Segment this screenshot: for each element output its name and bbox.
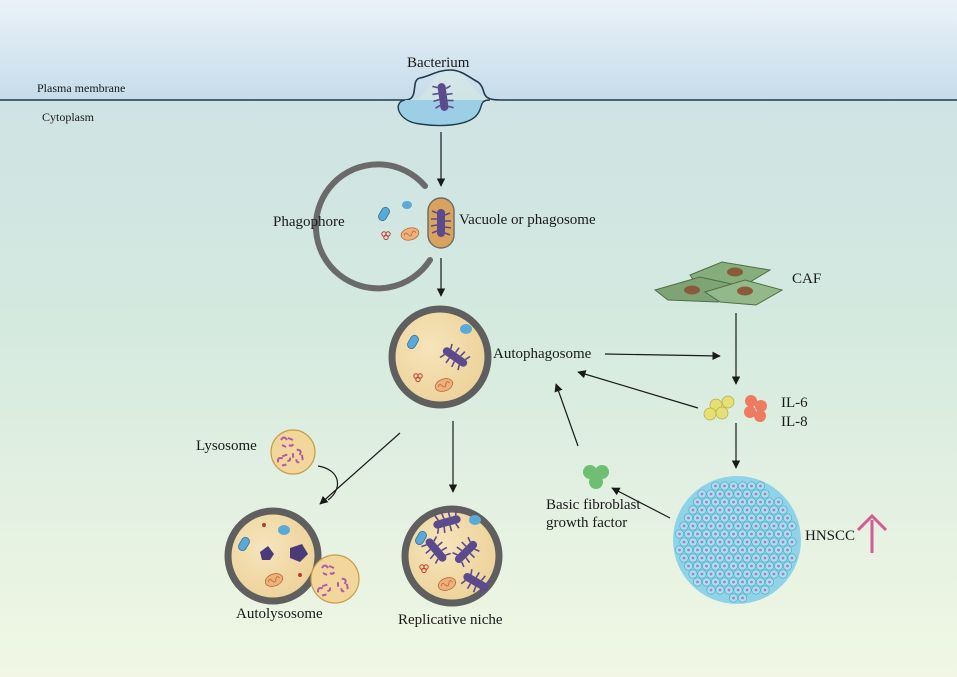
fused-lysosome-shape [310, 554, 360, 604]
vacuole-label: Vacuole or phagosome [459, 212, 596, 228]
bfgf-label-line1: Basic fibroblast [546, 497, 641, 513]
arrow-to-autolysosome [319, 432, 401, 505]
cytoplasm-label: Cytoplasm [42, 110, 95, 124]
il8-dots-icon [744, 395, 767, 422]
lysosome-label: Lysosome [196, 438, 257, 454]
degraded-bacterium-icon [260, 546, 274, 560]
hnscc-label: HNSCC [805, 528, 856, 544]
vesicle-icon [278, 525, 290, 535]
arrow-hnscc-to-bfgf [611, 487, 671, 519]
lysosome-shape [270, 429, 316, 475]
endocytic-invagination [397, 99, 491, 127]
vesicle-icon [402, 201, 412, 209]
vesicle-icon [460, 324, 472, 334]
autophagosome-label: Autophagosome [493, 346, 592, 362]
bacterium-label: Bacterium [407, 55, 470, 71]
arrow-cytokines-to-autophagosome [577, 370, 699, 409]
il6-dots-icon [703, 395, 735, 421]
up-arrow-icon [856, 513, 888, 553]
lysosome-fusion-curve [317, 465, 338, 501]
phagophore-membrane [312, 161, 433, 292]
autolysosome-label: Autolysosome [236, 606, 323, 622]
caf-cells-icon [653, 261, 784, 306]
plasma-membrane-label: Plasma membrane [37, 81, 126, 95]
particle-icon [262, 523, 266, 527]
caf-label: CAF [792, 271, 822, 287]
arrow-autophagosome-to-cytokines [604, 351, 721, 361]
hnscc-tumor-icon [673, 476, 801, 604]
il8-label: IL-8 [781, 414, 808, 430]
extracellular-space [0, 0, 957, 100]
arrow-bfgf-to-autophagosome [554, 383, 579, 447]
bfgf-dots-icon [583, 465, 609, 489]
vesicle-icon [469, 515, 481, 525]
phagophore-label: Phagophore [273, 214, 345, 230]
replicative-niche-label: Replicative niche [398, 612, 503, 628]
bfgf-label-line2: growth factor [546, 515, 628, 531]
autolysosome-shape [224, 507, 322, 605]
il6-label: IL-6 [781, 395, 808, 411]
degraded-bacterium-icon [290, 544, 308, 562]
plasma-membrane-line [0, 69, 957, 101]
particle-icon [298, 573, 302, 577]
